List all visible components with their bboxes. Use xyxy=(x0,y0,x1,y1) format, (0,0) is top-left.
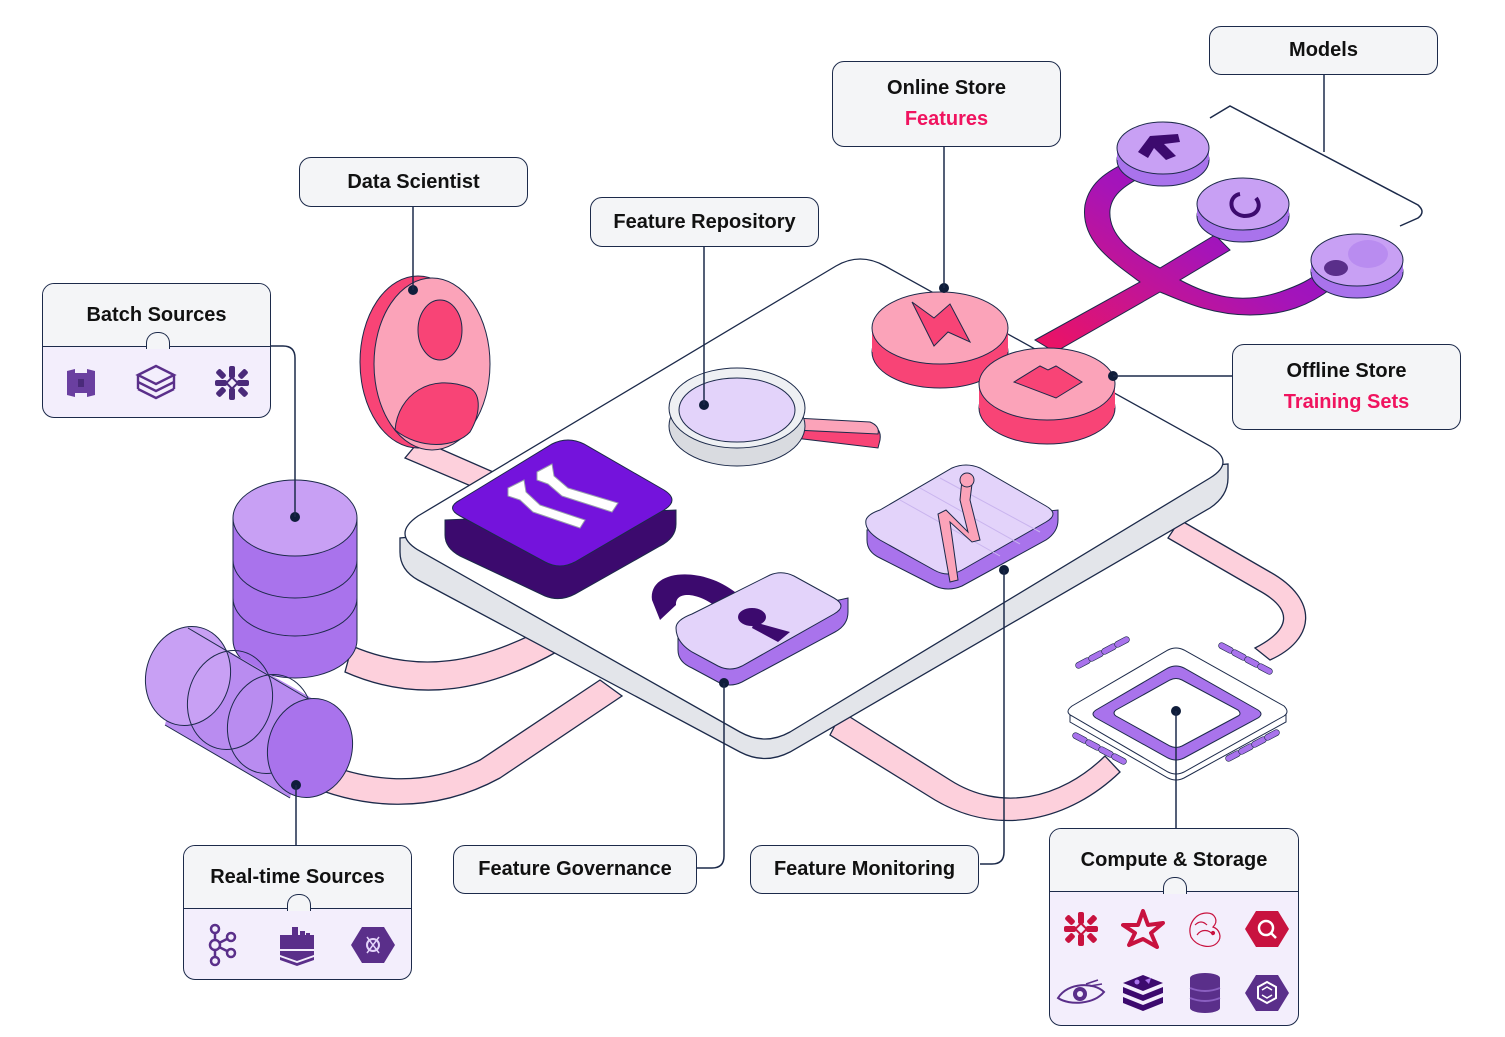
realtime-sources-group: Real-time Sources xyxy=(183,845,412,980)
feature-governance-label: Feature Governance xyxy=(453,845,697,894)
gcp-bigtable-icon xyxy=(1237,965,1297,1021)
feature-governance-lock[interactable] xyxy=(651,572,849,688)
document-icon xyxy=(1012,365,1083,399)
compute-chip[interactable] xyxy=(1067,636,1288,781)
pipes xyxy=(304,439,1307,822)
model-branch xyxy=(1033,157,1333,353)
model-tensorflow-disk[interactable] xyxy=(1116,121,1210,187)
feature-repository-label: Feature Repository xyxy=(590,197,819,247)
feature-repository-magnifier[interactable] xyxy=(668,367,881,467)
model-pytorch-disk[interactable] xyxy=(1196,177,1290,243)
snowflake-icon xyxy=(1051,901,1111,957)
feature-monitoring-connector xyxy=(980,570,1005,865)
feature-governance-connector xyxy=(697,683,725,869)
flink-squirrel-icon xyxy=(1175,901,1235,957)
featureform-logo-icon xyxy=(507,463,619,529)
data-scientist-text: Data Scientist xyxy=(347,170,480,193)
feature-governance-text: Feature Governance xyxy=(478,858,672,880)
online-store-label: Online Store Features xyxy=(832,61,1061,147)
databricks-spark-icon xyxy=(1113,901,1173,957)
batch-database-cylinder[interactable] xyxy=(232,479,358,679)
batch-sources-connector xyxy=(270,345,296,517)
online-store-title: Online Store xyxy=(887,77,1006,99)
data-scientist-label: Data Scientist xyxy=(299,157,528,207)
realtime-stream-cylinder[interactable] xyxy=(134,617,363,807)
dynamodb-icon xyxy=(1175,965,1235,1021)
offline-store-disk[interactable] xyxy=(978,347,1118,445)
bigquery-icon xyxy=(1237,901,1297,957)
models-label-text: Models xyxy=(1289,39,1358,61)
pipe-platform-to-chip xyxy=(829,711,1121,822)
batch-sources-group: Batch Sources xyxy=(42,283,271,418)
data-scientist-avatar[interactable] xyxy=(359,275,491,451)
databricks-icon xyxy=(126,355,186,411)
pytorch-icon xyxy=(1229,192,1261,219)
model-sklearn-disk[interactable] xyxy=(1310,233,1404,299)
kafka-icon xyxy=(192,917,252,973)
snowflake-icon xyxy=(202,355,262,411)
trend-line-icon xyxy=(937,477,981,583)
avatar-head xyxy=(417,299,463,361)
models-bracket xyxy=(1209,105,1423,227)
models-label: Models xyxy=(1209,26,1438,75)
avatar-body xyxy=(394,382,479,445)
cassandra-eye-icon xyxy=(1051,965,1111,1021)
feature-monitoring-label: Feature Monitoring xyxy=(750,845,979,894)
featureform-logo-tile[interactable] xyxy=(444,439,677,600)
sklearn-icon xyxy=(1348,240,1388,268)
compute-storage-group: Compute & Storage xyxy=(1049,828,1299,1026)
gcp-pubsub-icon xyxy=(343,917,403,973)
model-branch-pipe xyxy=(1033,157,1333,353)
offline-store-title: Offline Store xyxy=(1286,360,1407,382)
offline-store-label: Offline Store Training Sets xyxy=(1232,344,1461,430)
feature-repository-text: Feature Repository xyxy=(613,210,796,233)
feature-monitoring-text: Feature Monitoring xyxy=(773,858,956,880)
lightning-icon xyxy=(911,301,972,347)
online-store-subtitle: Features xyxy=(904,108,989,130)
online-store-disk[interactable] xyxy=(871,283,1009,389)
offline-store-subtitle: Training Sets xyxy=(1283,391,1410,413)
pipe-platform-to-chip-right xyxy=(1167,519,1307,661)
aws-s3-icon xyxy=(51,355,111,411)
pipe-realtime-to-platform xyxy=(304,679,624,805)
redis-icon xyxy=(1113,965,1173,1021)
tensorflow-icon xyxy=(1138,134,1180,160)
feature-monitoring-chart-tile[interactable] xyxy=(865,464,1059,590)
aws-kinesis-icon xyxy=(267,917,327,973)
keyhole-icon xyxy=(738,608,790,642)
